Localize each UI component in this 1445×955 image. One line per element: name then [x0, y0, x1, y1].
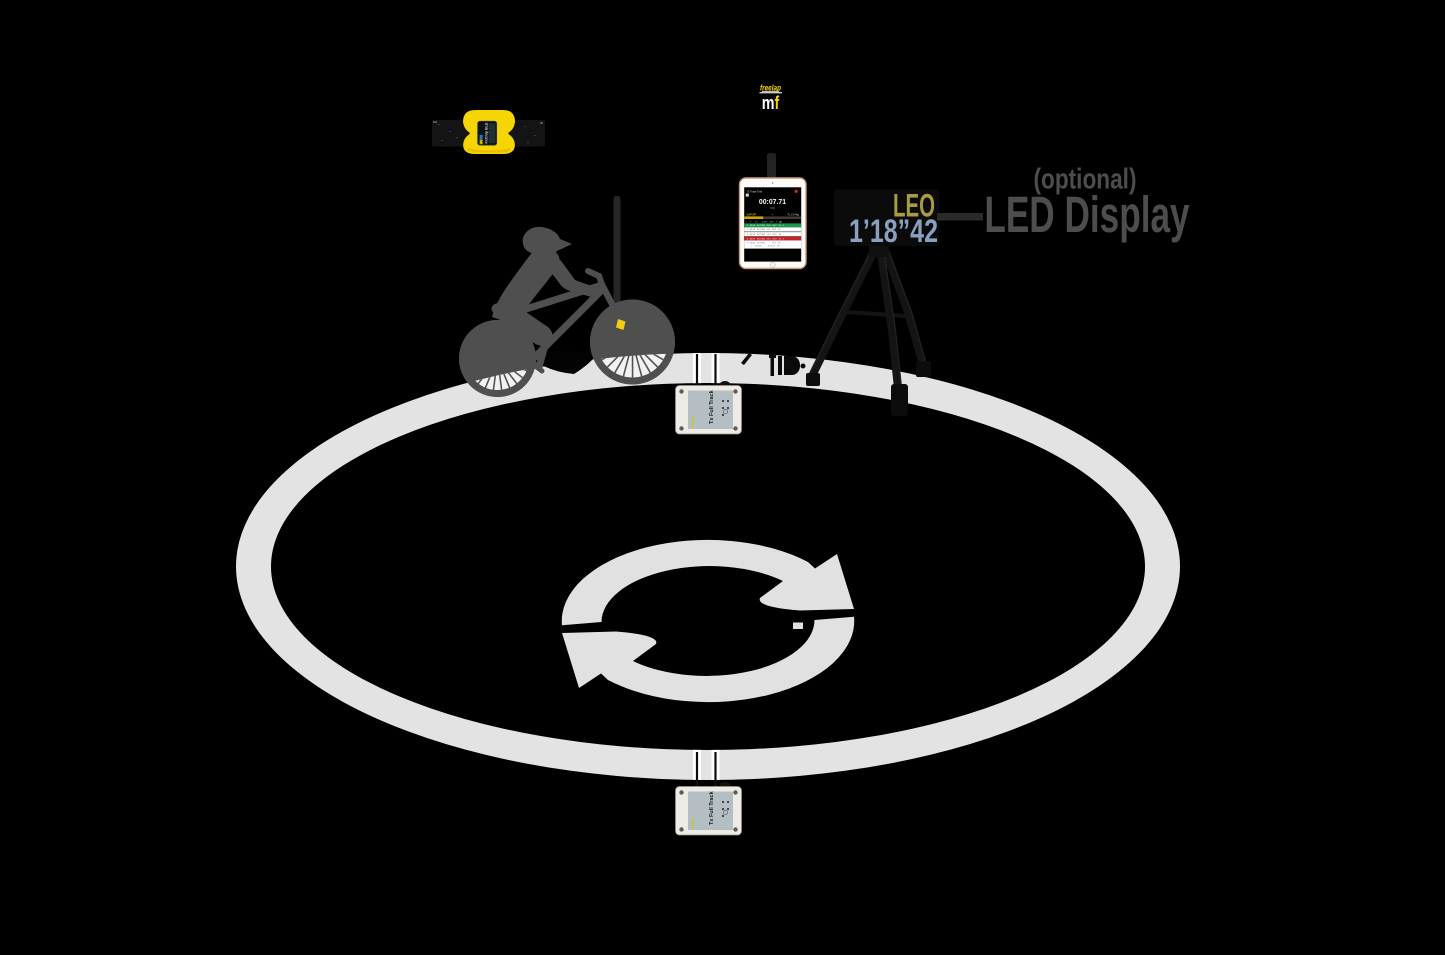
svg-text:+ 1:05.63 0:15.0: + 1:05.63 0:15.01 W …: [750, 245, 783, 247]
svg-text:☰ Track Trial: ☰ Track Trial: [747, 190, 762, 194]
svg-text:FL CH 4kg: FL CH 4kg: [788, 213, 800, 216]
svg-text:FxChip BLE: FxChip BLE: [484, 122, 488, 143]
svg-text:LEO: LEO: [893, 188, 935, 224]
svg-text:“LAP SP”: “LAP SP”: [746, 214, 757, 217]
svg-text:5 00:34 0:07.350: 5 00:34 0:07.350 17.9 W …: [747, 242, 784, 244]
svg-text:freelap: freelap: [691, 417, 695, 428]
svg-text:Tx Full Track: Tx Full Track: [709, 790, 715, 825]
svg-text:freelap: freelap: [760, 84, 781, 93]
svg-text:+: +: [772, 213, 774, 216]
svg-text:1’18”42: 1’18”42: [849, 213, 938, 249]
svg-text:# ⏱ ms km/h m: # ⏱ ms km/h mi/h ⏱ ♻: [746, 221, 782, 224]
svg-text:0:00: 0:00: [770, 207, 775, 210]
svg-text:00:07.71: 00:07.71: [759, 199, 786, 206]
svg-text:1 00:06 0:07.350 29.3: 1 00:06 0:07.350 29.3 18.2 W ⚠: [747, 224, 784, 227]
svg-text:Tx Full Track: Tx Full Track: [709, 389, 715, 424]
svg-text:3 00:20 0:07.350 +0.2: 3 00:20 0:07.350 +0.2 18.2 W …: [747, 234, 785, 236]
svg-text:(optional): (optional): [1033, 162, 1136, 195]
svg-text:LED Display: LED Display: [984, 187, 1190, 244]
svg-text:mf: mf: [762, 93, 780, 113]
svg-text:4 00:27 0:07.350 29.1: 4 00:27 0:07.350 29.1 18.0 W ⚠: [747, 238, 784, 241]
svg-text:freelap: freelap: [691, 818, 695, 829]
svg-text:2 00:13 0:07.350 -0.5: 2 00:13 0:07.350 -0.5 18.2 W …: [747, 229, 784, 231]
